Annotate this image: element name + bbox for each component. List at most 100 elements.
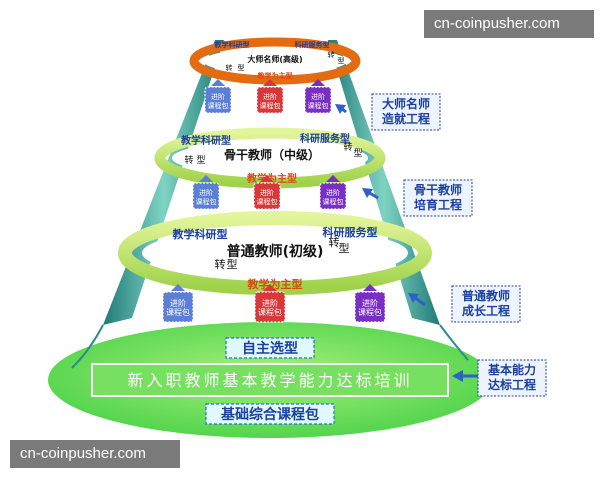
project-arrowhead-icon [362, 188, 373, 198]
level-zhuan-backbone: 转 [343, 141, 352, 153]
level-title-backbone: 骨干教师（中级） [224, 147, 320, 162]
course-pack-label-line-1: 进阶 [211, 92, 225, 101]
project-arrowhead-icon [452, 370, 463, 382]
course-pack-arrow-icon [263, 284, 277, 291]
project-label-line-2: 成长工程 [462, 303, 510, 318]
course-pack-arrow-icon [171, 284, 185, 291]
course-pack-label-line-2: 课程包 [260, 101, 281, 110]
right-pillar [328, 40, 440, 325]
course-pack-box [253, 182, 281, 210]
course-pack-label-line-2: 课程包 [358, 307, 382, 317]
course-packs: 进阶课程包进阶课程包进阶课程包进阶课程包进阶课程包进阶课程包进阶课程包进阶课程包… [162, 79, 386, 323]
project-label-line-1: 普通教师 [462, 288, 510, 303]
course-pack-label-line-2: 课程包 [323, 197, 344, 206]
right-strand [439, 324, 469, 361]
watermark-top: cn-coinpusher.com [424, 10, 594, 38]
course-pack-arrow-icon [211, 79, 225, 86]
project-box [477, 359, 547, 397]
course-pack-label-line-1: 进阶 [262, 298, 278, 308]
project-label-line-1: 骨干教师 [414, 182, 462, 197]
course-pack-label-line-1: 进阶 [263, 92, 277, 101]
ring-master [189, 37, 361, 85]
level-bottom-label-backbone: 教学为主型 [246, 172, 297, 185]
base-top-label: 自主选型 [242, 340, 298, 357]
level-master: 大师名师(高级)教学科研型科研服务型转型转型教学为主型 [214, 40, 345, 80]
course-pack-arrow-icon [311, 79, 325, 86]
level-title-master: 大师名师(高级) [247, 54, 302, 64]
course-pack-box [192, 182, 220, 210]
left-pillar [103, 40, 224, 325]
course-pack-label-line-2: 课程包 [166, 307, 190, 317]
level-xing2-ordinary: 型 [227, 257, 238, 271]
left-strand [71, 324, 104, 369]
level-title-ordinary: 普通教师(初级) [227, 243, 324, 260]
course-pack-label-line-2: 课程包 [258, 307, 282, 317]
course-pack-box [256, 86, 284, 114]
project-label-line-2: 达标工程 [488, 377, 536, 392]
project-arrowhead-icon [335, 104, 346, 114]
base-main-label-box: 新入职教师基本教学能力达标培训 [91, 363, 449, 397]
level-xing-master: 型 [338, 56, 345, 65]
course-pack-arrow-icon [199, 175, 213, 182]
level-right-label-backbone: 科研服务型 [300, 132, 350, 145]
course-pack-label-line-2: 课程包 [208, 101, 229, 110]
level-zhuan2-ordinary: 转 [215, 257, 226, 271]
base-bottom-label-box: 基础综合课程包 [205, 403, 335, 425]
level-xing-backbone: 型 [353, 148, 362, 159]
course-pack-arrow-icon [260, 175, 274, 182]
base-top-label-box: 自主选型 [225, 337, 315, 359]
level-zhuan-master: 转 [328, 50, 335, 59]
level-xing2-backbone: 型 [196, 155, 205, 166]
course-pack-label-line-2: 课程包 [196, 197, 217, 206]
course-pack-box [319, 182, 347, 210]
course-pack-label-line-1: 进阶 [326, 188, 340, 197]
level-xing-ordinary: 型 [339, 241, 350, 255]
project-box [451, 285, 521, 323]
level-left-label-ordinary: 教学科研型 [172, 227, 228, 241]
project-label-line-1: 基本能力 [487, 362, 536, 377]
level-right-label-master: 科研服务型 [295, 40, 330, 49]
level-xing2-master: 型 [238, 63, 245, 72]
level-labels: 大师名师(高级)教学科研型科研服务型转型转型教学为主型骨干教师（中级）教学科研型… [172, 40, 378, 291]
course-pack-box [354, 291, 386, 323]
course-pack-label-line-2: 课程包 [257, 197, 278, 206]
project-label-line-2: 造就工程 [382, 111, 430, 126]
project-box [403, 179, 473, 217]
level-bottom-label-ordinary: 教学为主型 [247, 277, 303, 291]
course-pack-label-line-1: 进阶 [170, 298, 186, 308]
level-bottom-label-master: 教学为主型 [257, 71, 293, 80]
level-backbone: 骨干教师（中级）教学科研型科研服务型转型转型教学为主型 [180, 132, 363, 185]
course-pack-arrow-icon [363, 284, 377, 291]
level-zhuan2-backbone: 转 [184, 154, 193, 166]
ring-ordinary [118, 211, 432, 295]
base-bottom-label: 基础综合课程包 [221, 406, 319, 423]
course-pack-box [162, 291, 194, 323]
course-pack-label-line-2: 课程包 [308, 101, 329, 110]
course-pack-box [254, 291, 286, 323]
level-left-label-master: 教学科研型 [214, 40, 250, 49]
project-arrowhead-icon [408, 293, 419, 303]
base-main-label: 新入职教师基本教学能力达标培训 [127, 371, 412, 390]
course-pack-arrow-icon [326, 175, 340, 182]
course-pack-label-line-1: 进阶 [199, 188, 213, 197]
level-ordinary: 普通教师(初级)教学科研型科研服务型转型转型教学为主型 [172, 225, 378, 291]
course-pack-label-line-1: 进阶 [362, 298, 378, 308]
level-zhuan2-master: 转 [226, 63, 233, 72]
project-box [371, 93, 441, 131]
level-left-label-backbone: 教学科研型 [180, 134, 231, 147]
course-pack-label-line-1: 进阶 [311, 92, 325, 101]
